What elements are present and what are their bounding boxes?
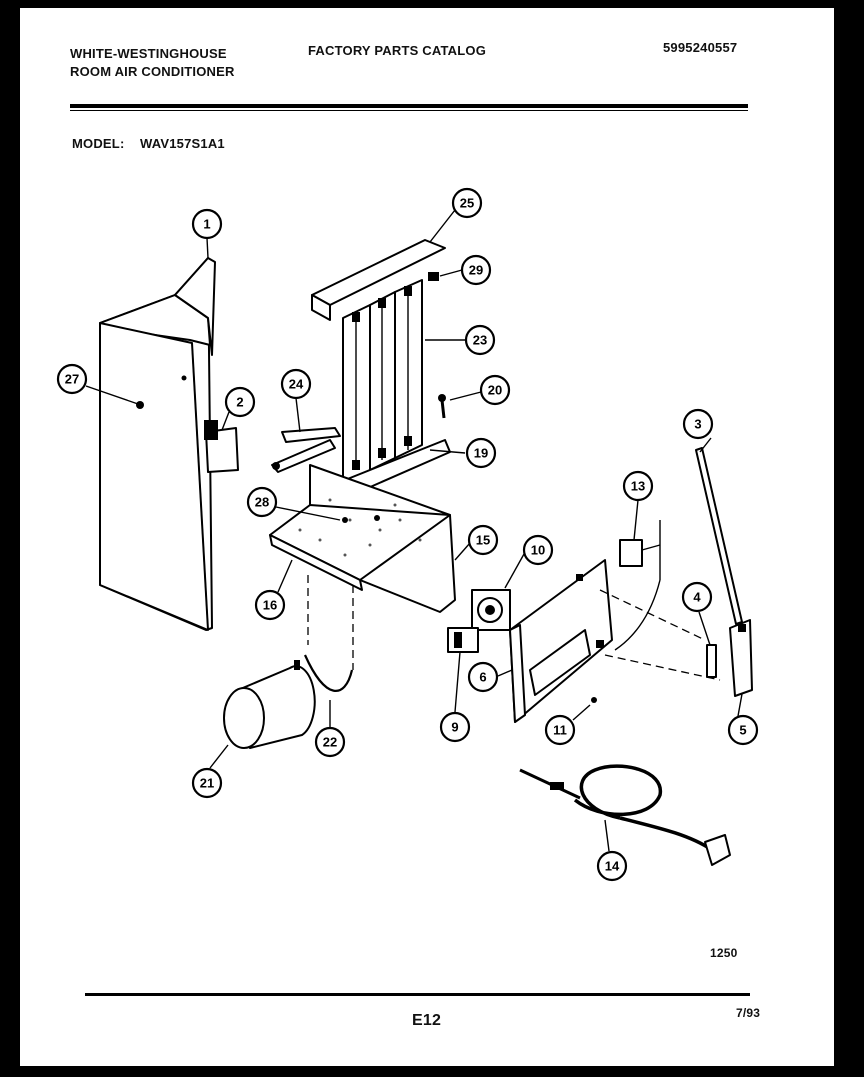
part-base-pan bbox=[269, 464, 456, 613]
part-rod bbox=[695, 447, 743, 625]
callout-19: 19 bbox=[465, 437, 497, 469]
callout-21: 21 bbox=[191, 767, 223, 799]
callout-25: 25 bbox=[451, 187, 483, 219]
callout-6: 6 bbox=[467, 661, 499, 693]
part-screw-small bbox=[591, 697, 597, 703]
svg-text:5: 5 bbox=[739, 723, 746, 738]
callout-9: 9 bbox=[439, 711, 471, 743]
callout-13: 13 bbox=[622, 470, 654, 502]
part-mount-bar bbox=[271, 427, 341, 473]
leader-line bbox=[604, 654, 721, 681]
header-rule-thin bbox=[70, 110, 748, 111]
part-clip-bracket bbox=[706, 644, 717, 678]
part-side-panel bbox=[99, 257, 216, 631]
callout-11: 11 bbox=[544, 714, 576, 746]
callout-5: 5 bbox=[727, 714, 759, 746]
part-control-panel bbox=[509, 559, 613, 723]
callout-3: 3 bbox=[682, 408, 714, 440]
model-label: MODEL: bbox=[72, 136, 125, 151]
part-heater-assembly bbox=[311, 239, 451, 496]
footer-rule bbox=[85, 993, 750, 996]
part-strap bbox=[303, 654, 354, 692]
leader-line bbox=[599, 589, 706, 641]
svg-text:27: 27 bbox=[65, 372, 79, 387]
svg-text:9: 9 bbox=[451, 720, 458, 735]
revision-date: 7/93 bbox=[736, 1006, 761, 1020]
svg-text:16: 16 bbox=[263, 598, 277, 613]
callout-4: 4 bbox=[681, 581, 713, 613]
callout-27: 27 bbox=[56, 363, 88, 395]
callout-1: 1 bbox=[191, 208, 223, 240]
model-value: WAV157S1A1 bbox=[140, 136, 225, 151]
part-clip bbox=[428, 272, 439, 281]
catalog-title: FACTORY PARTS CATALOG bbox=[308, 43, 487, 58]
svg-text:15: 15 bbox=[476, 533, 490, 548]
callout-24: 24 bbox=[280, 368, 312, 400]
part-screw bbox=[438, 394, 446, 419]
catalog-number: 5995240557 bbox=[663, 40, 738, 55]
svg-text:13: 13 bbox=[631, 479, 645, 494]
svg-text:20: 20 bbox=[488, 383, 502, 398]
svg-text:24: 24 bbox=[289, 377, 304, 392]
part-damper-bracket bbox=[729, 619, 753, 697]
callout-14: 14 bbox=[596, 850, 628, 882]
callout-10: 10 bbox=[522, 534, 554, 566]
part-thermostat bbox=[447, 627, 479, 653]
part-rotary-switch bbox=[471, 589, 511, 631]
part-power-cord bbox=[519, 764, 731, 866]
svg-text:23: 23 bbox=[473, 333, 487, 348]
svg-text:6: 6 bbox=[479, 670, 486, 685]
part-bracket bbox=[204, 420, 239, 473]
svg-text:14: 14 bbox=[605, 859, 620, 874]
svg-text:4: 4 bbox=[693, 590, 701, 605]
svg-text:28: 28 bbox=[255, 495, 269, 510]
part-capacitor bbox=[223, 660, 316, 749]
svg-text:1: 1 bbox=[203, 217, 210, 232]
callout-leaders bbox=[85, 209, 743, 852]
callout-29: 29 bbox=[460, 254, 492, 286]
callout-28: 28 bbox=[246, 486, 278, 518]
callout-2: 2 bbox=[224, 386, 256, 418]
svg-text:22: 22 bbox=[323, 735, 337, 750]
part-terminal-block bbox=[614, 520, 661, 651]
svg-text:3: 3 bbox=[694, 417, 701, 432]
page-number: E12 bbox=[412, 1012, 442, 1029]
callout-20: 20 bbox=[479, 374, 511, 406]
callout-22: 22 bbox=[314, 726, 346, 758]
callout-15: 15 bbox=[467, 524, 499, 556]
callout-23: 23 bbox=[464, 324, 496, 356]
brand-line-2: ROOM AIR CONDITIONER bbox=[70, 64, 235, 79]
svg-text:21: 21 bbox=[200, 776, 214, 791]
svg-text:29: 29 bbox=[469, 263, 483, 278]
callout-16: 16 bbox=[254, 589, 286, 621]
svg-text:19: 19 bbox=[474, 446, 488, 461]
svg-text:2: 2 bbox=[236, 395, 243, 410]
header-rule bbox=[70, 104, 748, 108]
svg-text:25: 25 bbox=[460, 196, 474, 211]
diagram-id: 1250 bbox=[710, 946, 738, 960]
svg-text:10: 10 bbox=[531, 543, 545, 558]
svg-text:11: 11 bbox=[553, 723, 567, 738]
brand-line-1: WHITE-WESTINGHOUSE bbox=[70, 46, 227, 61]
